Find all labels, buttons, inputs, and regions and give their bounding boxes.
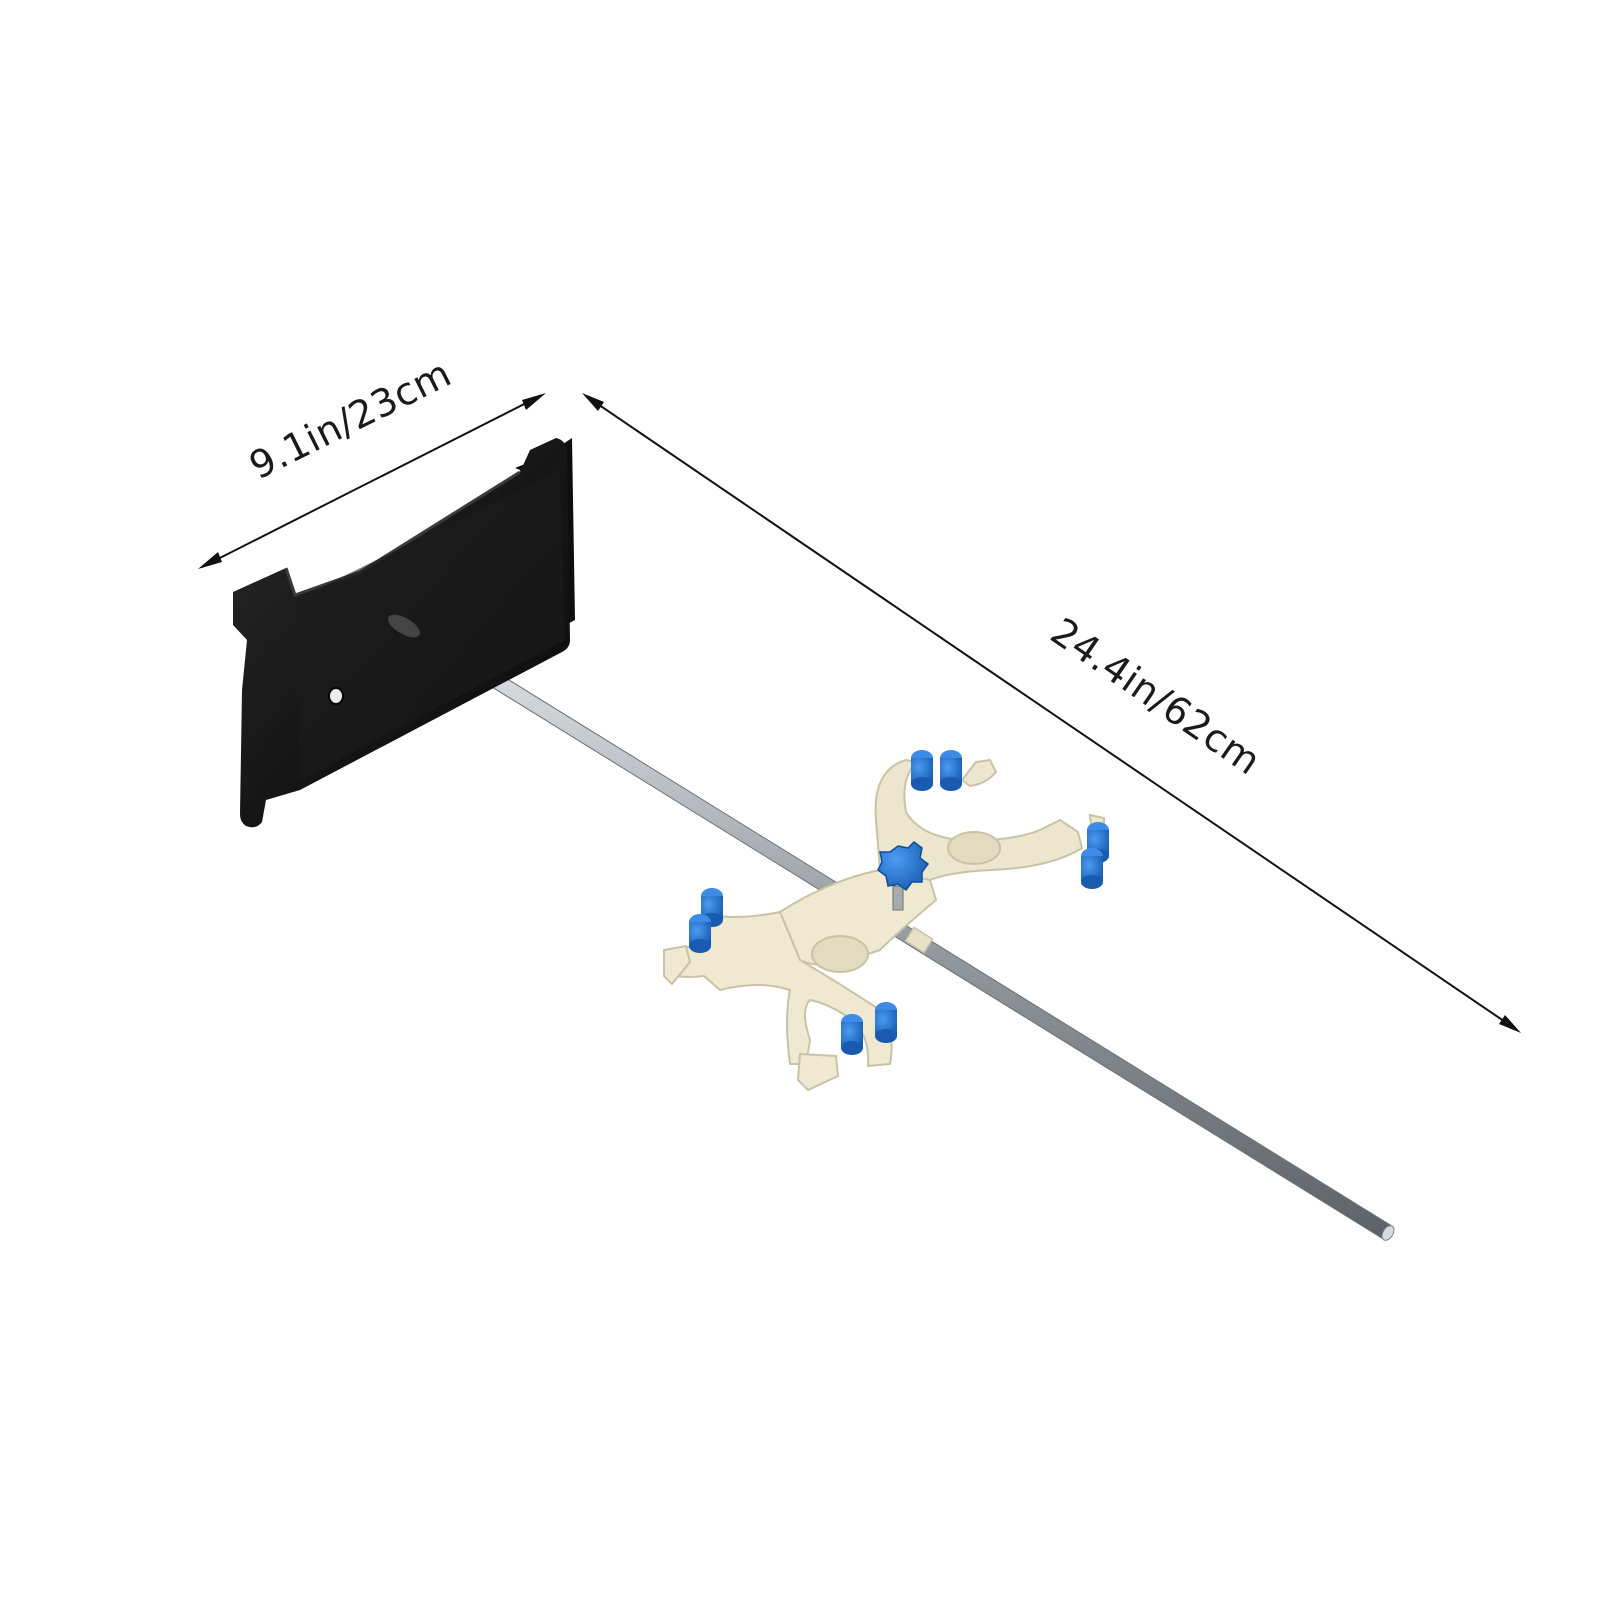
- width-arrow-left: [198, 552, 222, 569]
- length-dimension-line: [585, 395, 1518, 1031]
- mounting-hole: [328, 687, 344, 705]
- length-arrow-bottom: [1499, 1015, 1521, 1033]
- clamp-holder: [663, 750, 1109, 1092]
- rubber-grips: [689, 750, 1109, 1055]
- length-arrow-top: [582, 393, 604, 411]
- knob-screw: [892, 885, 904, 911]
- tightening-knob[interactable]: [877, 841, 930, 892]
- width-arrow-right: [522, 393, 546, 410]
- width-dimension-label: 9.1in/23cm: [242, 351, 458, 488]
- length-dimension-label: 24.4in/62cm: [1043, 609, 1269, 783]
- base-plate: [233, 438, 575, 828]
- width-dimension-line: [201, 394, 543, 568]
